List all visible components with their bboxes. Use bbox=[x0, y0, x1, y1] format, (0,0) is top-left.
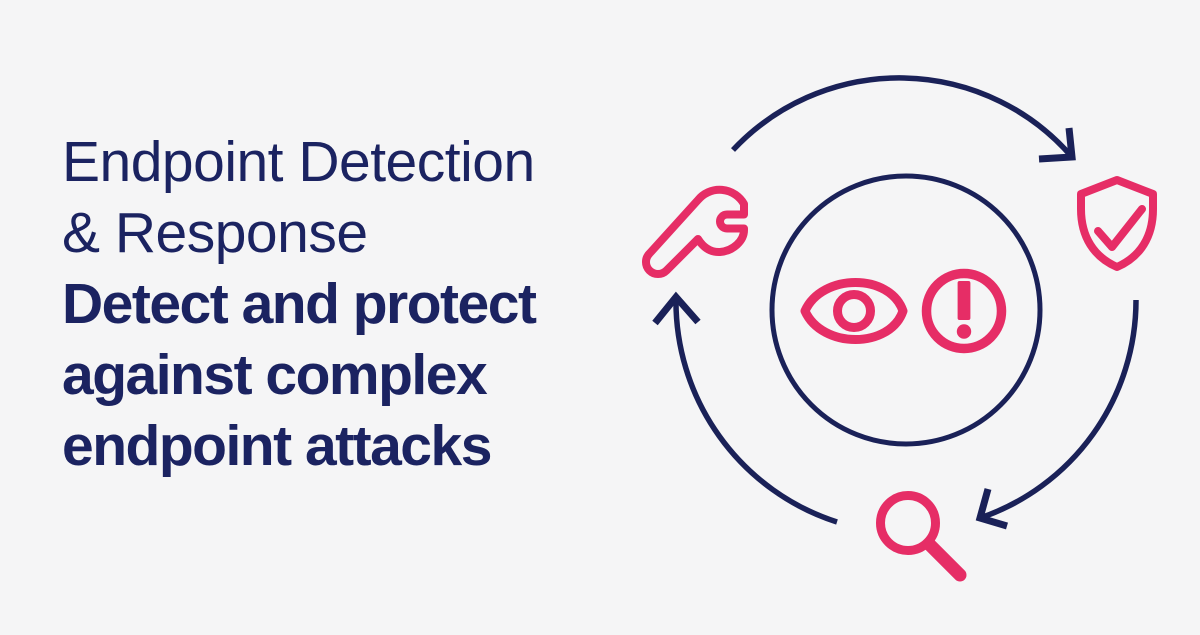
cycle-arrow-top bbox=[730, 75, 1076, 163]
magnifier-icon bbox=[876, 491, 967, 582]
wrench-icon bbox=[642, 185, 748, 278]
cycle-arrow-right bbox=[975, 299, 1139, 530]
eye-iris bbox=[833, 290, 875, 332]
emphasis-line-1: Detect and protect bbox=[62, 272, 537, 336]
cycle-arrow-left bbox=[652, 291, 838, 525]
cycle-center-circle bbox=[769, 173, 1043, 447]
title-line-2: & Response bbox=[62, 201, 368, 265]
alert-icon bbox=[921, 268, 1007, 354]
shield-check-icon bbox=[1077, 176, 1157, 271]
check-icon bbox=[1094, 205, 1146, 251]
title-line-1: Endpoint Detection bbox=[62, 130, 535, 194]
headline: Endpoint Detection & Response Detect and… bbox=[62, 127, 537, 482]
emphasis-line-2: against complex bbox=[62, 343, 488, 407]
eye-icon bbox=[800, 278, 908, 344]
emphasis-line-3: endpoint attacks bbox=[62, 414, 492, 478]
edr-cycle-illustration bbox=[600, 0, 1200, 630]
cycle-diagram bbox=[642, 75, 1157, 582]
